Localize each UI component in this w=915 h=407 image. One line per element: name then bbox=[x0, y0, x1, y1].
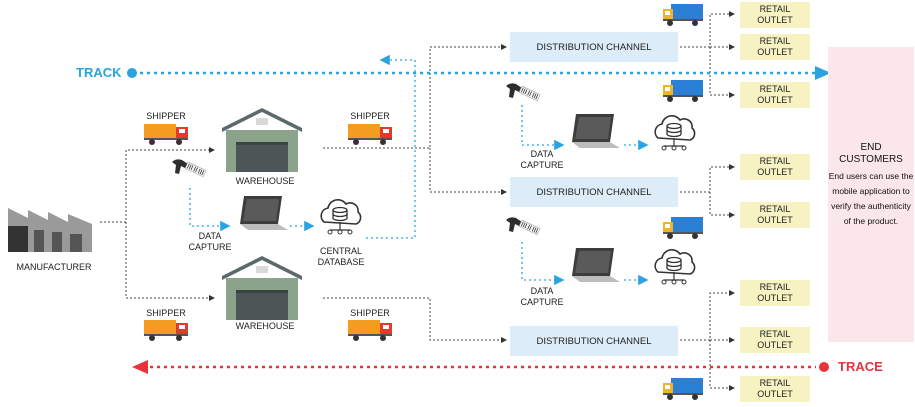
end-customers-title: END CUSTOMERS bbox=[839, 142, 903, 165]
distribution-channel-box: DISTRIBUTION CHANNEL bbox=[510, 326, 678, 356]
track-label: TRACK bbox=[76, 65, 122, 80]
retail-outlet-box: RETAIL OUTLET bbox=[740, 82, 810, 108]
cloud-database-icon bbox=[654, 114, 696, 151]
retail-outlet-box: RETAIL OUTLET bbox=[740, 376, 810, 402]
warehouse-label: WAREHOUSE bbox=[235, 176, 295, 186]
shipper-truck-icon bbox=[144, 320, 188, 341]
barcode-scanner-icon bbox=[505, 216, 541, 236]
central-database-icon bbox=[320, 198, 362, 235]
track-line bbox=[127, 66, 831, 80]
shipper-label: SHIPPER bbox=[146, 111, 186, 121]
warehouse-label: WAREHOUSE bbox=[235, 321, 295, 331]
shipper-label: SHIPPER bbox=[350, 111, 390, 121]
manufacturer-factory-icon bbox=[8, 208, 92, 252]
laptop-icon bbox=[240, 196, 288, 230]
retail-outlet-box: RETAIL OUTLET bbox=[740, 327, 810, 353]
data-capture-label: DATA CAPTURE bbox=[520, 286, 564, 307]
delivery-truck-icon bbox=[663, 217, 703, 239]
retail-outlet-box: RETAIL OUTLET bbox=[740, 202, 810, 228]
data-capture-label: DATA CAPTURE bbox=[520, 149, 564, 170]
laptop-icon bbox=[572, 248, 620, 282]
shipper-truck-icon bbox=[144, 124, 188, 145]
barcode-scanner-icon bbox=[171, 158, 207, 178]
manufacturer-label: MANUFACTURER bbox=[16, 262, 92, 272]
delivery-truck-icon bbox=[663, 378, 703, 400]
distribution-channel-box: DISTRIBUTION CHANNEL bbox=[510, 32, 678, 62]
trace-label: TRACE bbox=[838, 359, 883, 374]
end-customers-description: End users can use the mobile application… bbox=[828, 171, 914, 226]
distribution-channel-box: DISTRIBUTION CHANNEL bbox=[510, 177, 678, 207]
data-capture-connectors bbox=[189, 54, 649, 286]
shipper-truck-icon bbox=[348, 124, 392, 145]
shipper-label: SHIPPER bbox=[146, 308, 186, 318]
barcode-scanner-icon bbox=[505, 82, 541, 102]
end-customers-panel bbox=[828, 47, 914, 342]
trace-line bbox=[132, 360, 829, 374]
cloud-database-icon bbox=[654, 248, 696, 285]
data-capture-label: DATA CAPTURE bbox=[188, 231, 232, 252]
laptop-icon bbox=[572, 114, 620, 148]
central-database-label: CENTRAL DATABASE bbox=[317, 246, 365, 267]
retail-outlet-box: RETAIL OUTLET bbox=[740, 2, 810, 28]
shipper-label: SHIPPER bbox=[350, 308, 390, 318]
warehouse-icon bbox=[222, 256, 302, 320]
retail-outlet-box: RETAIL OUTLET bbox=[740, 154, 810, 180]
warehouse-icon bbox=[222, 108, 302, 172]
delivery-truck-icon bbox=[663, 4, 703, 26]
shipper-truck-icon bbox=[348, 320, 392, 341]
retail-outlet-box: RETAIL OUTLET bbox=[740, 34, 810, 60]
flow-connectors bbox=[100, 11, 735, 391]
delivery-truck-icon bbox=[663, 80, 703, 102]
retail-outlet-box: RETAIL OUTLET bbox=[740, 280, 810, 306]
